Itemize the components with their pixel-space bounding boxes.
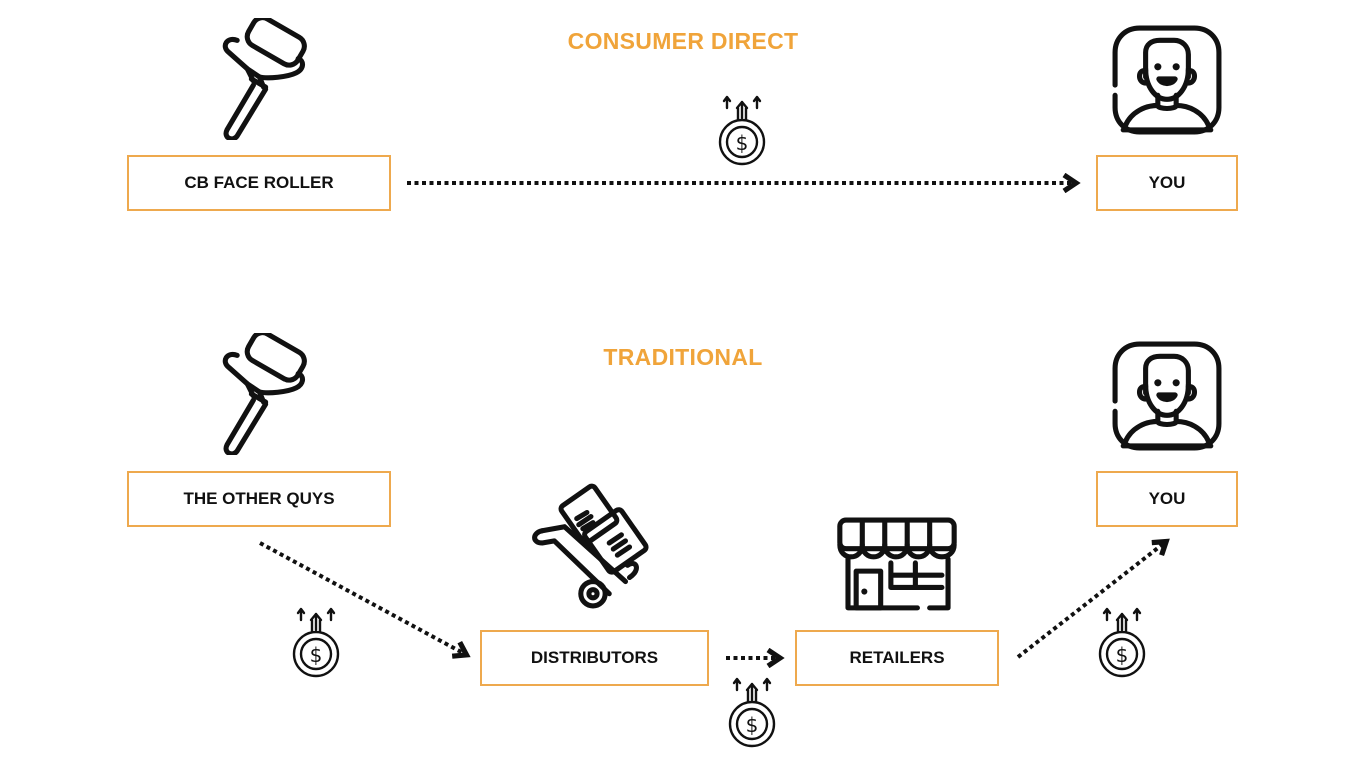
traditional-heading: TRADITIONAL: [603, 344, 763, 370]
node-the-other-quys: THE OTHER QUYS: [127, 471, 391, 527]
node-cb-face-roller: CB FACE ROLLER: [127, 155, 391, 211]
node-label: YOU: [1148, 489, 1186, 508]
flow-arrow-maker-to-distributors: [259, 541, 463, 653]
node-you-traditional: YOU: [1096, 471, 1238, 527]
consumer-direct-heading: CONSUMER DIRECT: [567, 28, 799, 54]
node-you-direct: YOU: [1096, 155, 1238, 211]
node-label: CB FACE ROLLER: [184, 173, 334, 192]
node-label: THE OTHER QUYS: [183, 489, 335, 508]
node-distributors: DISTRIBUTORS: [480, 630, 709, 686]
flow-arrow-retailers-to-you: [1016, 544, 1163, 659]
node-label: RETAILERS: [849, 648, 945, 667]
node-label: DISTRIBUTORS: [530, 648, 659, 667]
node-retailers: RETAILERS: [795, 630, 999, 686]
node-label: YOU: [1148, 173, 1186, 192]
